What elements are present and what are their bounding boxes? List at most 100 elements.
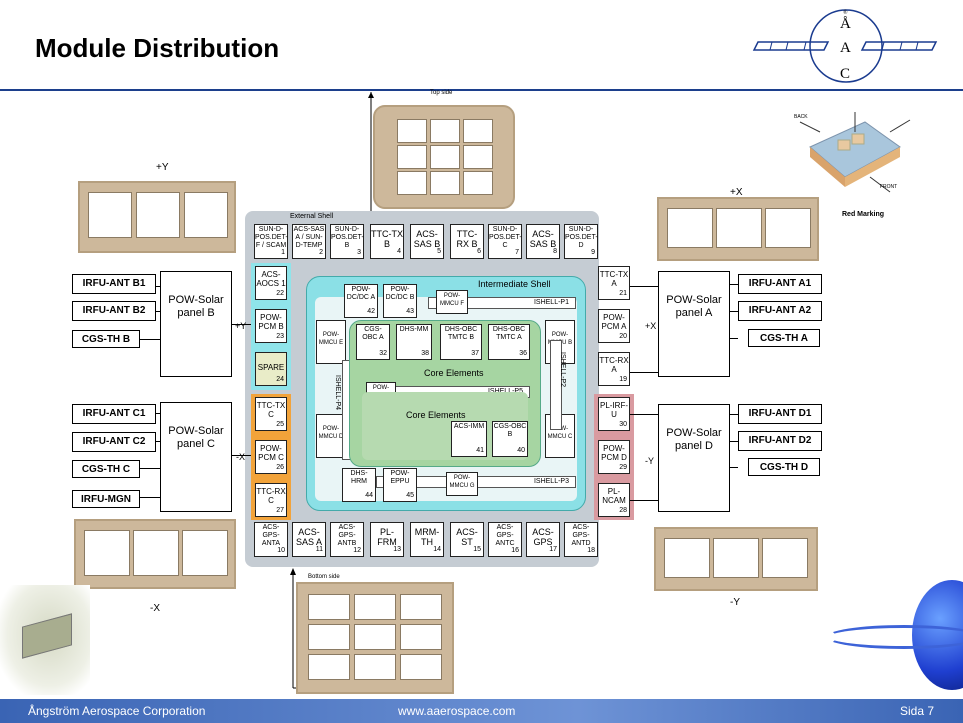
irfu-mgn: IRFU-MGN xyxy=(72,490,140,508)
irfu-ant-b1: IRFU-ANT B1 xyxy=(72,274,156,294)
minus-x-panel xyxy=(74,519,236,589)
cgs-th-a: CGS-TH A xyxy=(748,329,820,347)
core-elements-lower-label: Core Elements xyxy=(406,410,466,420)
footer-website[interactable]: www.aaerospace.com xyxy=(398,704,516,718)
logo-letter-c: C xyxy=(840,66,850,82)
photo-decoration xyxy=(0,585,90,695)
pow-mmcu-d: POW-MMCU D xyxy=(316,414,346,458)
logo-letter-a-ring: Å xyxy=(840,16,851,32)
back-label: BACK xyxy=(794,114,808,120)
irfu-ant-d2: IRFU-ANT D2 xyxy=(738,431,822,451)
irfu-ant-c2: IRFU-ANT C2 xyxy=(72,432,156,452)
registered-mark: ® xyxy=(843,9,848,16)
cgs-th-c: CGS-TH C xyxy=(72,460,140,478)
logo-letter-a: A xyxy=(840,40,851,56)
cgs-th-d: CGS-TH D xyxy=(748,458,820,476)
plus-y-panel xyxy=(78,181,236,253)
footer-company: Ångström Aerospace Corporation xyxy=(28,704,206,718)
satellite-render: BACK FRONT Red Marking xyxy=(794,112,911,218)
ishell-p4-label: ISHELL-P4 xyxy=(334,375,341,411)
minus-y-label: -Y xyxy=(730,597,740,608)
plus-y-label: +Y xyxy=(156,162,169,173)
bottom-side-panel xyxy=(296,582,454,694)
intermediate-shell-label: Intermediate Shell xyxy=(478,279,551,289)
ishell-p2 xyxy=(550,340,562,430)
minus-x-label: -X xyxy=(150,603,160,614)
minus-x-tag: -X xyxy=(236,452,245,462)
minus-y-panel xyxy=(654,527,818,591)
plus-x-panel xyxy=(657,197,819,261)
bottom-side-label: Bottom side xyxy=(308,574,340,580)
irfu-ant-a1: IRFU-ANT A1 xyxy=(738,274,822,294)
irfu-ant-d1: IRFU-ANT D1 xyxy=(738,404,822,424)
footer-page-number: Sida 7 xyxy=(900,704,935,718)
plus-x-label: +X xyxy=(730,187,743,198)
globe-ring xyxy=(826,625,963,649)
ishell-p2-label: ISHELL-P2 xyxy=(559,352,566,388)
top-side-panel xyxy=(373,105,515,209)
irfu-ant-b2: IRFU-ANT B2 xyxy=(72,301,156,321)
solar-panel-c: POW-Solar panel C xyxy=(160,402,232,512)
red-marking-label: Red Marking xyxy=(842,211,884,218)
page-title: Module Distribution xyxy=(35,33,280,63)
plus-y-tag: +Y xyxy=(235,321,247,331)
footer-bar: Ångström Aerospace Corporation www.aaero… xyxy=(0,699,963,723)
solar-panel-a: POW-Solar panel A xyxy=(658,271,730,377)
pow-mmcu-bottom: POW-MMCU G xyxy=(446,472,478,496)
front-label: FRONT xyxy=(880,184,897,190)
core-elements-label: Core Elements xyxy=(424,368,484,378)
solar-panel-d: POW-Solar panel D xyxy=(658,404,730,512)
plus-x-tag: +X xyxy=(645,321,657,331)
pow-mmcu-top: POW-MMCU F xyxy=(436,290,468,314)
minus-y-tag: -Y xyxy=(645,456,654,466)
title-divider xyxy=(0,89,963,91)
aac-logo: ® Å A C xyxy=(752,9,938,83)
external-shell-label: External Shell xyxy=(290,213,334,220)
solar-panel-b: POW-Solar panel B xyxy=(160,271,232,377)
pow-mmcu-e: POW-MMCU E xyxy=(316,320,346,364)
irfu-ant-a2: IRFU-ANT A2 xyxy=(738,301,822,321)
cgs-th-b: CGS-TH B xyxy=(72,330,140,348)
top-side-label: Top side xyxy=(430,90,453,96)
